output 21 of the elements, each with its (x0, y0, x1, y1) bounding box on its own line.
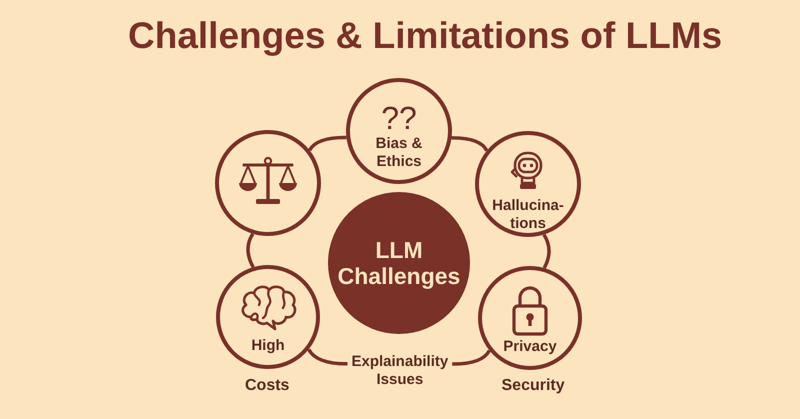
ring-connector (452, 350, 491, 366)
challenge-label: Bias & Ethics (374, 135, 424, 171)
challenge-circle (475, 131, 581, 237)
challenge-caption: Costs (245, 376, 290, 394)
ring-connector (451, 136, 488, 152)
ring-connector (246, 232, 255, 268)
question-marks: ?? (381, 101, 417, 135)
ring-connector (542, 234, 551, 269)
challenge-label: Explainability Issues (352, 353, 448, 389)
challenge-label: Privacy (503, 338, 557, 356)
challenge-circle (215, 130, 321, 236)
challenge-label: High (251, 337, 285, 355)
title: Challenges & Limitations of LLMs (128, 15, 722, 57)
challenge-circle (346, 78, 452, 184)
ring-connector (308, 136, 346, 152)
challenge-label: Hallucina- tions (492, 196, 564, 232)
challenge-circle (216, 265, 320, 369)
challenge-caption: Security (502, 376, 565, 394)
ring-connector (307, 348, 348, 366)
hub-label: LLM Challenges (338, 237, 460, 289)
challenge-circle (478, 266, 582, 370)
